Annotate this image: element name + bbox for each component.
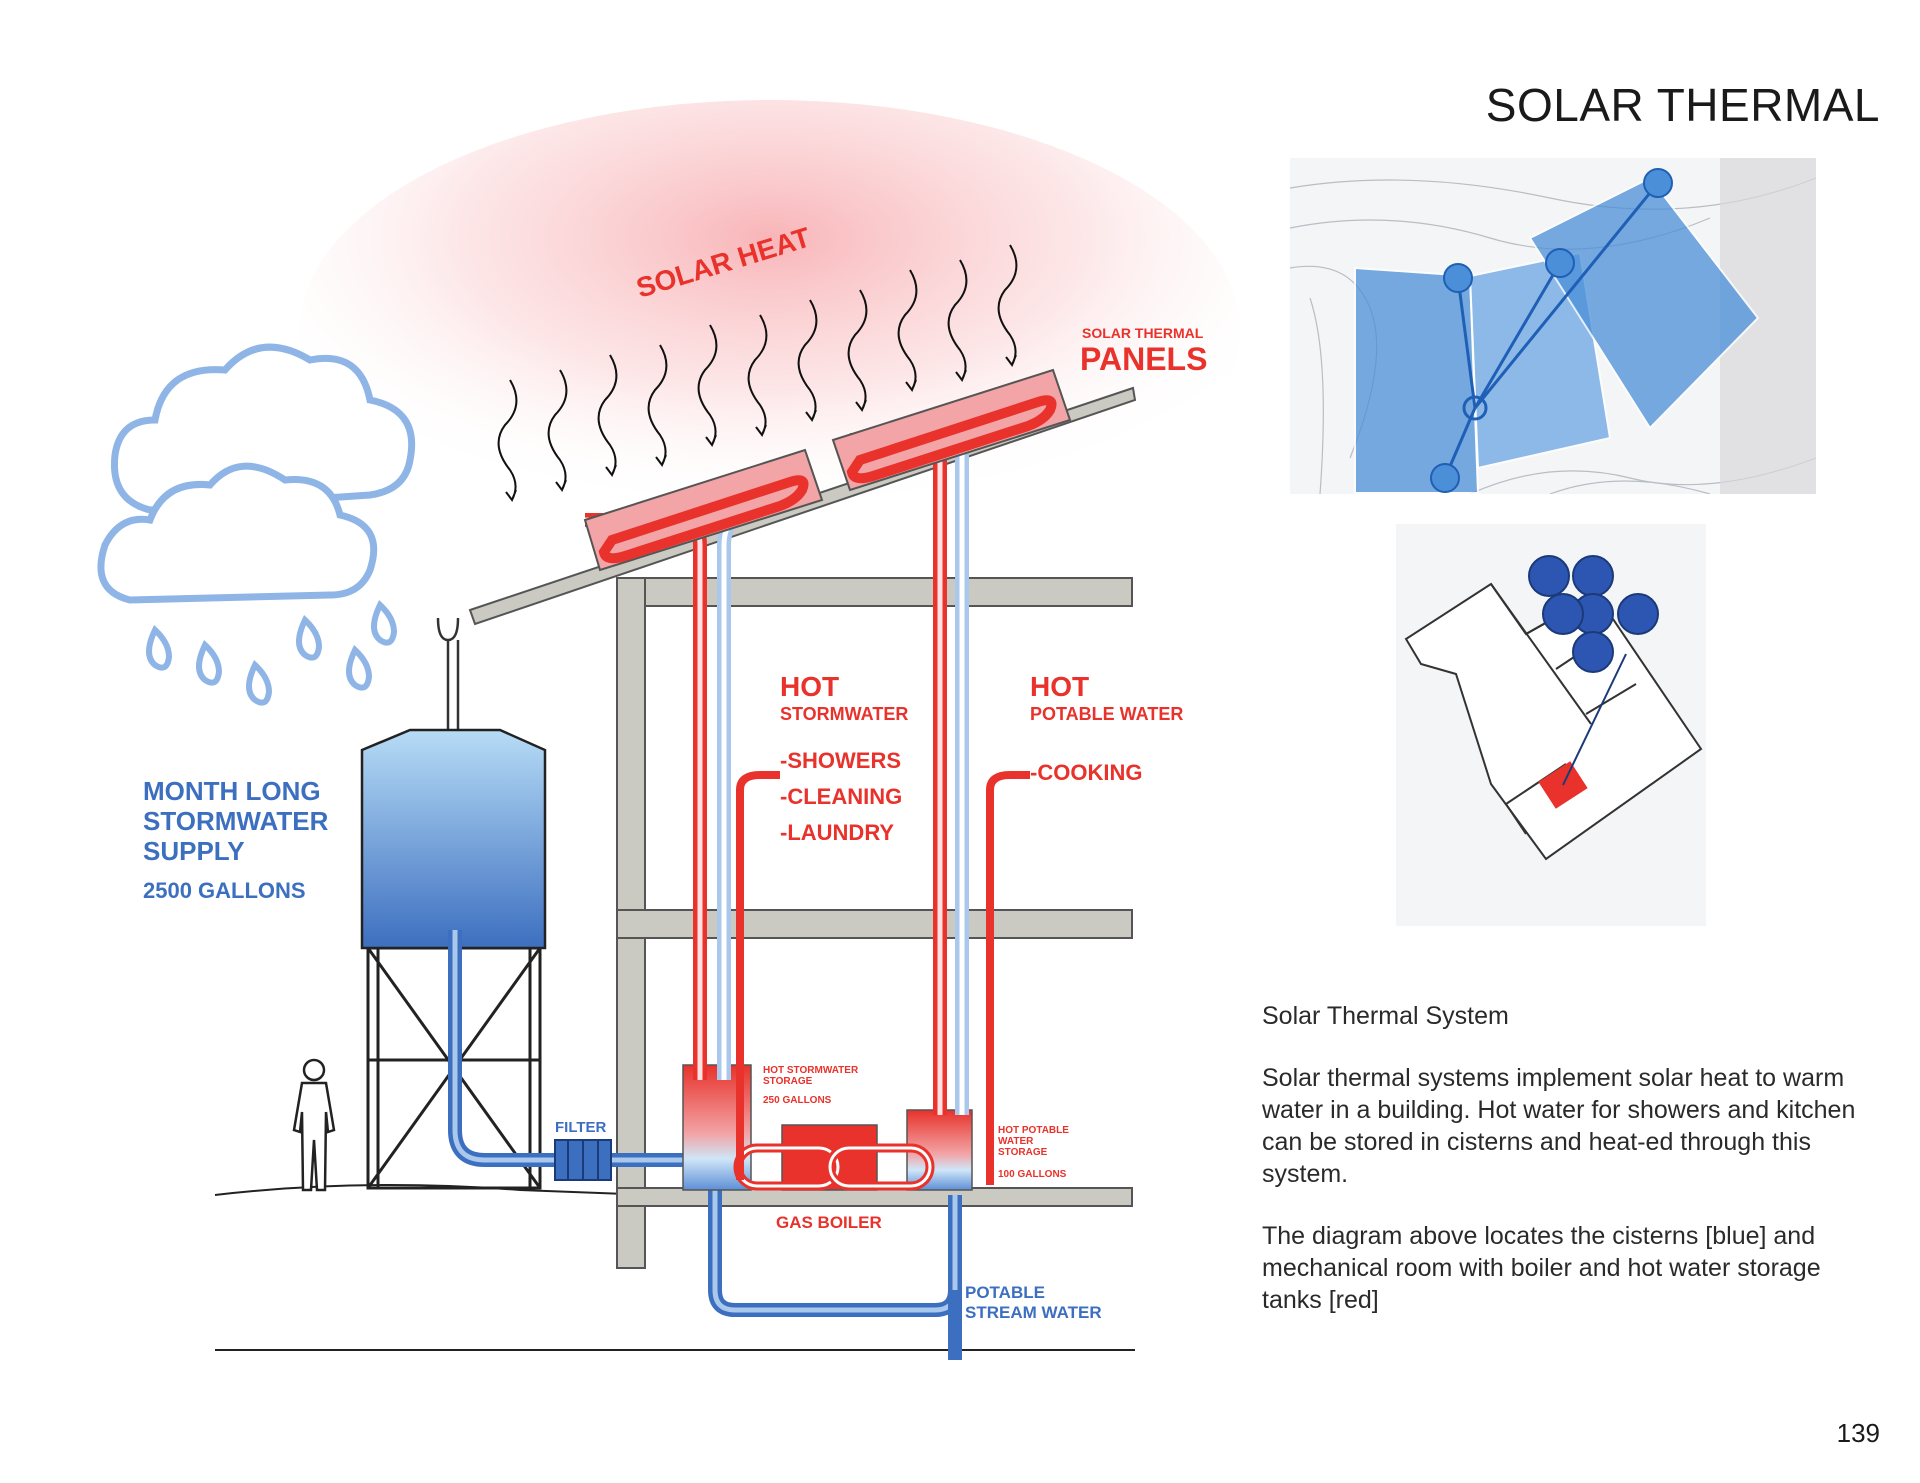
building-wing-east xyxy=(1528,176,1760,430)
cistern-marker xyxy=(1643,168,1673,198)
storm-storage-gallons: 250 GALLONS xyxy=(763,1095,832,1106)
gas-boiler-label: GAS BOILER xyxy=(776,1213,882,1232)
person-scale-figure xyxy=(292,1058,336,1192)
hot-stormwater-hot: HOT xyxy=(780,671,839,702)
supply-label-1: MONTH LONG xyxy=(143,776,321,806)
panels-big-label: PANELS xyxy=(1080,341,1207,377)
caption-heading: Solar Thermal System xyxy=(1262,1002,1509,1030)
potable-distribution-pipe xyxy=(986,771,1030,1185)
cistern-tanks xyxy=(1528,555,1659,673)
building-wing-west xyxy=(1354,266,1480,494)
cistern-marker xyxy=(1545,248,1575,278)
solar-thermal-panel-2 xyxy=(831,368,1072,492)
solar-heat-arrows xyxy=(497,244,1018,503)
mechanical-room-marker xyxy=(1462,395,1488,421)
use-cooking: -COOKING xyxy=(1030,760,1142,785)
page-title: SOLAR THERMAL xyxy=(1485,79,1880,131)
use-showers: -SHOWERS xyxy=(780,748,901,773)
potable-storage-label-1: HOT POTABLE xyxy=(998,1125,1069,1136)
potable-storage-label-3: STORAGE xyxy=(998,1147,1048,1158)
stormwater-distribution-pipe xyxy=(736,771,780,1180)
stormwater-tank xyxy=(360,728,547,950)
potable-storage-label-2: WATER xyxy=(998,1136,1034,1147)
floor-plan-inset xyxy=(1396,524,1706,926)
caption: Solar Thermal System Solar thermal syste… xyxy=(1262,1000,1862,1346)
site-plan-inset xyxy=(1290,158,1816,494)
cistern-supply-line xyxy=(1562,653,1627,786)
cistern-marker xyxy=(1443,263,1473,293)
rain-cloud-icon xyxy=(97,343,416,604)
stream-label-1: POTABLE xyxy=(965,1283,1045,1302)
potable-storage-gallons: 100 GALLONS xyxy=(998,1169,1067,1180)
filter-label: FILTER xyxy=(555,1119,607,1136)
use-laundry: -LAUNDRY xyxy=(780,820,894,845)
supply-label-3: SUPPLY xyxy=(143,836,245,866)
solar-thermal-panel-1 xyxy=(583,448,824,572)
hot-stormwater-label: STORMWATER xyxy=(780,704,908,724)
supply-label-2: STORMWATER xyxy=(143,806,329,836)
boiler-coils xyxy=(733,1143,935,1191)
stream-label-2: STREAM WATER xyxy=(965,1303,1102,1322)
page-number: 139 xyxy=(1836,1418,1880,1448)
hot-potable-hot: HOT xyxy=(1030,671,1089,702)
caption-paragraph-2: The diagram above locates the cisterns [… xyxy=(1262,1222,1821,1314)
hot-potable-label: POTABLE WATER xyxy=(1030,704,1183,724)
supply-gallons: 2500 GALLONS xyxy=(143,878,306,903)
storm-storage-label-1: HOT STORMWATER xyxy=(763,1065,859,1076)
cistern-marker xyxy=(1430,463,1460,493)
gutter xyxy=(436,617,460,642)
caption-paragraph-1: Solar thermal systems implement solar he… xyxy=(1262,1064,1856,1188)
panels-small-label: SOLAR THERMAL xyxy=(1082,325,1204,341)
raindrops xyxy=(146,600,398,706)
use-cleaning: -CLEANING xyxy=(780,784,902,809)
storm-storage-label-2: STORAGE xyxy=(763,1076,813,1087)
